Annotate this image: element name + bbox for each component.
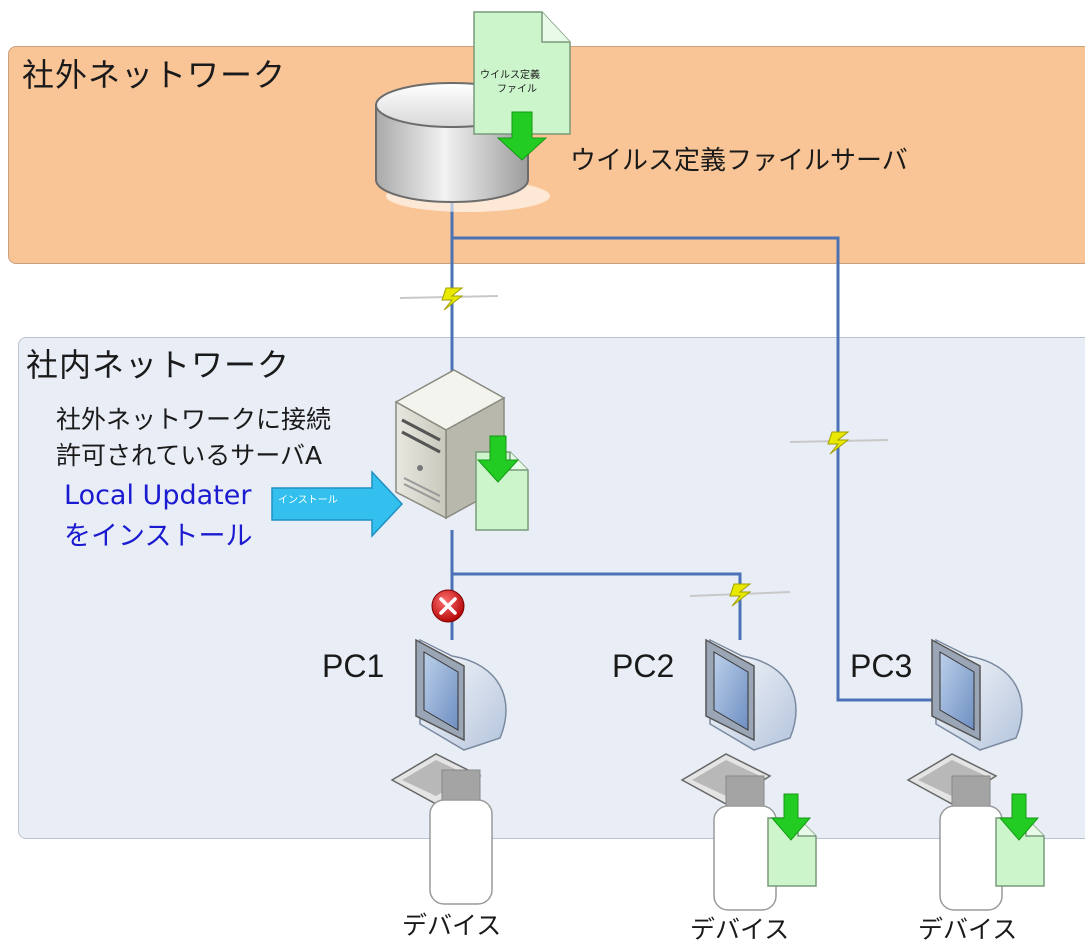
- server-a-label-line2: 許可されているサーバA: [56, 441, 323, 470]
- network-lines: [450, 198, 962, 702]
- lightning-link-icon: [689, 583, 791, 607]
- down-arrow-icon: [496, 111, 548, 161]
- desktop-pc-icon: [680, 638, 797, 805]
- usb-device-icon: [713, 775, 777, 911]
- document-icon: [473, 11, 571, 135]
- external-network-title: 社外ネットワーク: [22, 56, 287, 94]
- internal-network-zone: [18, 337, 1085, 839]
- pc2-label: PC2: [612, 648, 675, 684]
- internal-network-title: 社内ネットワーク: [26, 346, 291, 384]
- definition-file-label-line2: ファイル: [497, 84, 537, 95]
- desktop-pc-icon: [390, 638, 507, 805]
- usb-device-icon: [429, 769, 493, 905]
- lightning-link-icon: [789, 431, 889, 455]
- pc3-label: PC3: [850, 648, 913, 684]
- device1-label: デバイス: [402, 911, 502, 940]
- link-servera-to-pc2: [452, 572, 742, 640]
- local-updater-label-line2: をインストール: [64, 521, 253, 552]
- down-arrow-icon: [770, 793, 812, 841]
- blocked-x-icon: [431, 589, 465, 623]
- lightning-link-icon: [399, 287, 499, 311]
- local-updater-label-line1: Local Updater: [64, 480, 252, 511]
- down-arrow-icon: [998, 793, 1040, 841]
- down-arrow-icon: [476, 435, 520, 483]
- install-arrow-label: インストール: [278, 495, 338, 506]
- pc1-label: PC1: [322, 648, 385, 684]
- install-arrow-icon: [271, 470, 404, 538]
- device3-label: デバイス: [918, 915, 1018, 944]
- server-a-label-line1: 社外ネットワークに接続: [56, 405, 332, 434]
- link-server-to-pc3: [452, 236, 962, 702]
- usb-device-icon: [939, 775, 1003, 911]
- definition-file-label-line1: ウイルス定義: [480, 70, 540, 81]
- device2-label: デバイス: [690, 915, 790, 944]
- desktop-pc-icon: [906, 638, 1023, 805]
- definition-server-label: ウイルス定義ファイルサーバ: [570, 146, 908, 176]
